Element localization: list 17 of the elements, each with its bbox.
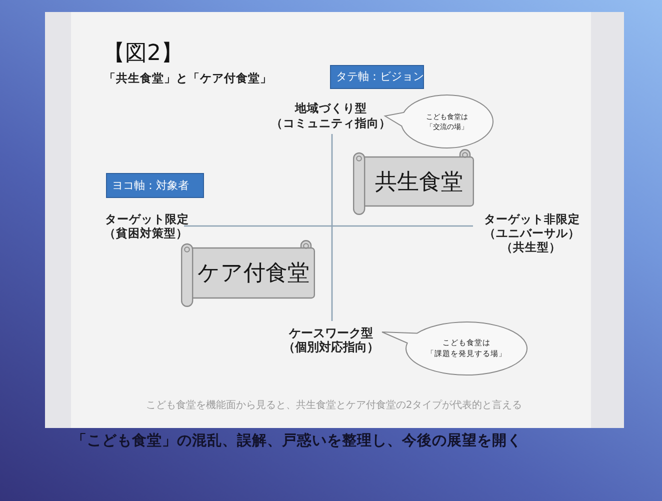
figure-title: 【図2】 (103, 40, 183, 68)
axis-end-label: ターゲット限定 (105, 212, 189, 226)
axis-end-label: （貧困対策型） (104, 226, 188, 240)
subtitle: 「共生食堂」と「ケア付食堂」 (104, 70, 272, 86)
caption: こども食堂を機能面から見ると、共生食堂とケア付食堂の2タイプが代表的と言える (146, 398, 522, 412)
axis-tag: ヨコ軸：対象者 (106, 173, 204, 198)
axis-end-label: （コミュニティ指向） (271, 116, 391, 130)
source-title: 「こども食堂」の混乱、誤解、戸惑いを整理し、今後の展望を開く (72, 432, 522, 450)
axis-end-label: （個別対応指向） (283, 339, 379, 355)
axis-end-label: ターゲット非限定 (484, 212, 580, 226)
speech-bubble (384, 94, 494, 149)
axis-end-label: （共生型） (501, 240, 561, 254)
axis-end-label: ケースワーク型 (289, 325, 373, 340)
speech-bubble (381, 321, 528, 376)
axis-tag: タテ軸：ビジョン (330, 65, 424, 89)
axis-end-label: 地域づくり型 (295, 100, 367, 116)
axis-end-label: （ユニバーサル） (484, 226, 580, 240)
